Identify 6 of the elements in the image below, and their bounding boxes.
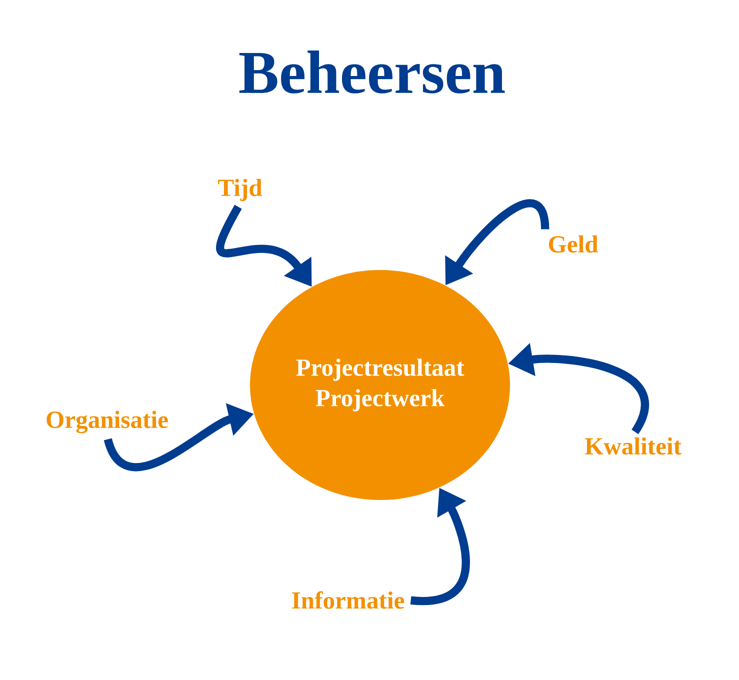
title: Beheersen <box>239 50 505 94</box>
topic-label: Geld <box>548 235 598 253</box>
topic-label: Kwaliteit <box>584 437 682 455</box>
topic-label: Informatie <box>292 591 404 609</box>
topic-label: Organisatie <box>46 410 168 434</box>
topic-label: Tijd <box>218 178 262 202</box>
